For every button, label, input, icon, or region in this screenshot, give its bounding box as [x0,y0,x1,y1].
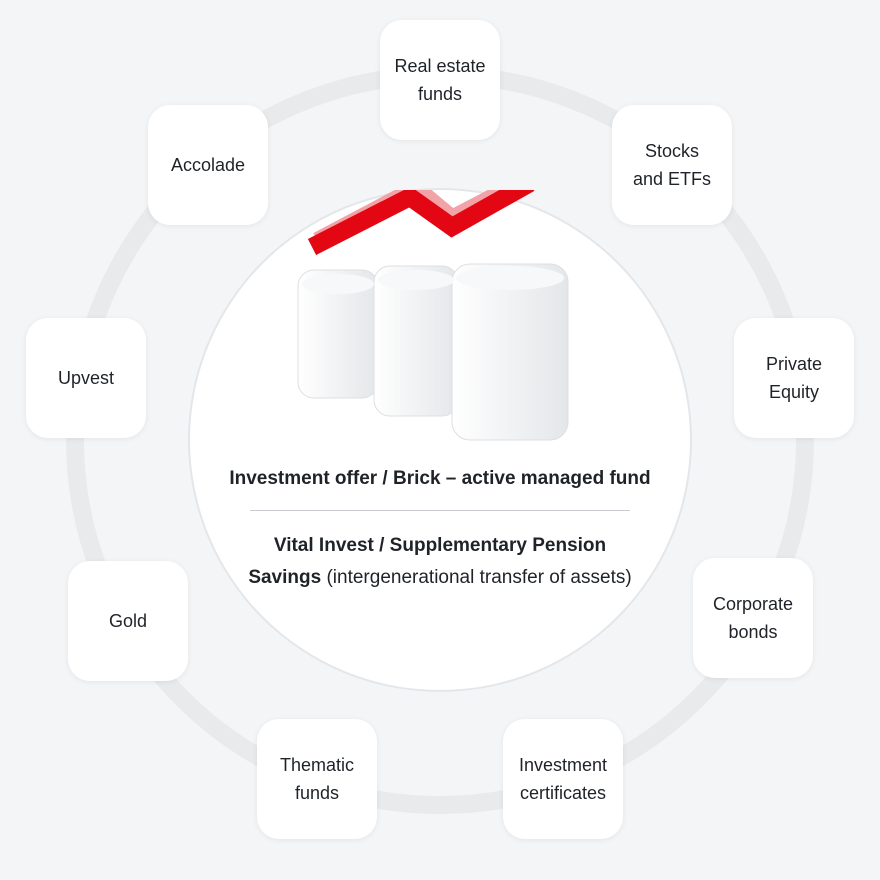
node-stocks-and-etfs: Stocks and ETFs [612,105,732,225]
center-circle: Investment offer / Brick – active manage… [190,190,690,690]
center-title: Investment offer / Brick – active manage… [229,468,651,489]
divider [250,510,630,511]
center-subtitle-bold: Vital Invest / Supplementary Pension Sav… [248,535,607,588]
node-corporate-bonds: Corporate bonds [693,558,813,678]
trend-line [307,190,535,256]
node-thematic-funds: Thematic funds [257,719,377,839]
center-subtitle: Vital Invest / Supplementary Pension Sav… [240,530,640,594]
node-upvest: Upvest [26,318,146,438]
node-accolade: Accolade [148,105,268,225]
center-subtitle-rest: (intergenerational transfer of assets) [321,567,632,588]
brick-right [451,263,569,441]
node-gold: Gold [68,561,188,681]
node-real-estate-funds: Real estate funds [380,20,500,140]
node-private-equity: Private Equity [734,318,854,438]
node-investment-certificates: Investment certificates [503,719,623,839]
fund-illustration [297,190,569,441]
